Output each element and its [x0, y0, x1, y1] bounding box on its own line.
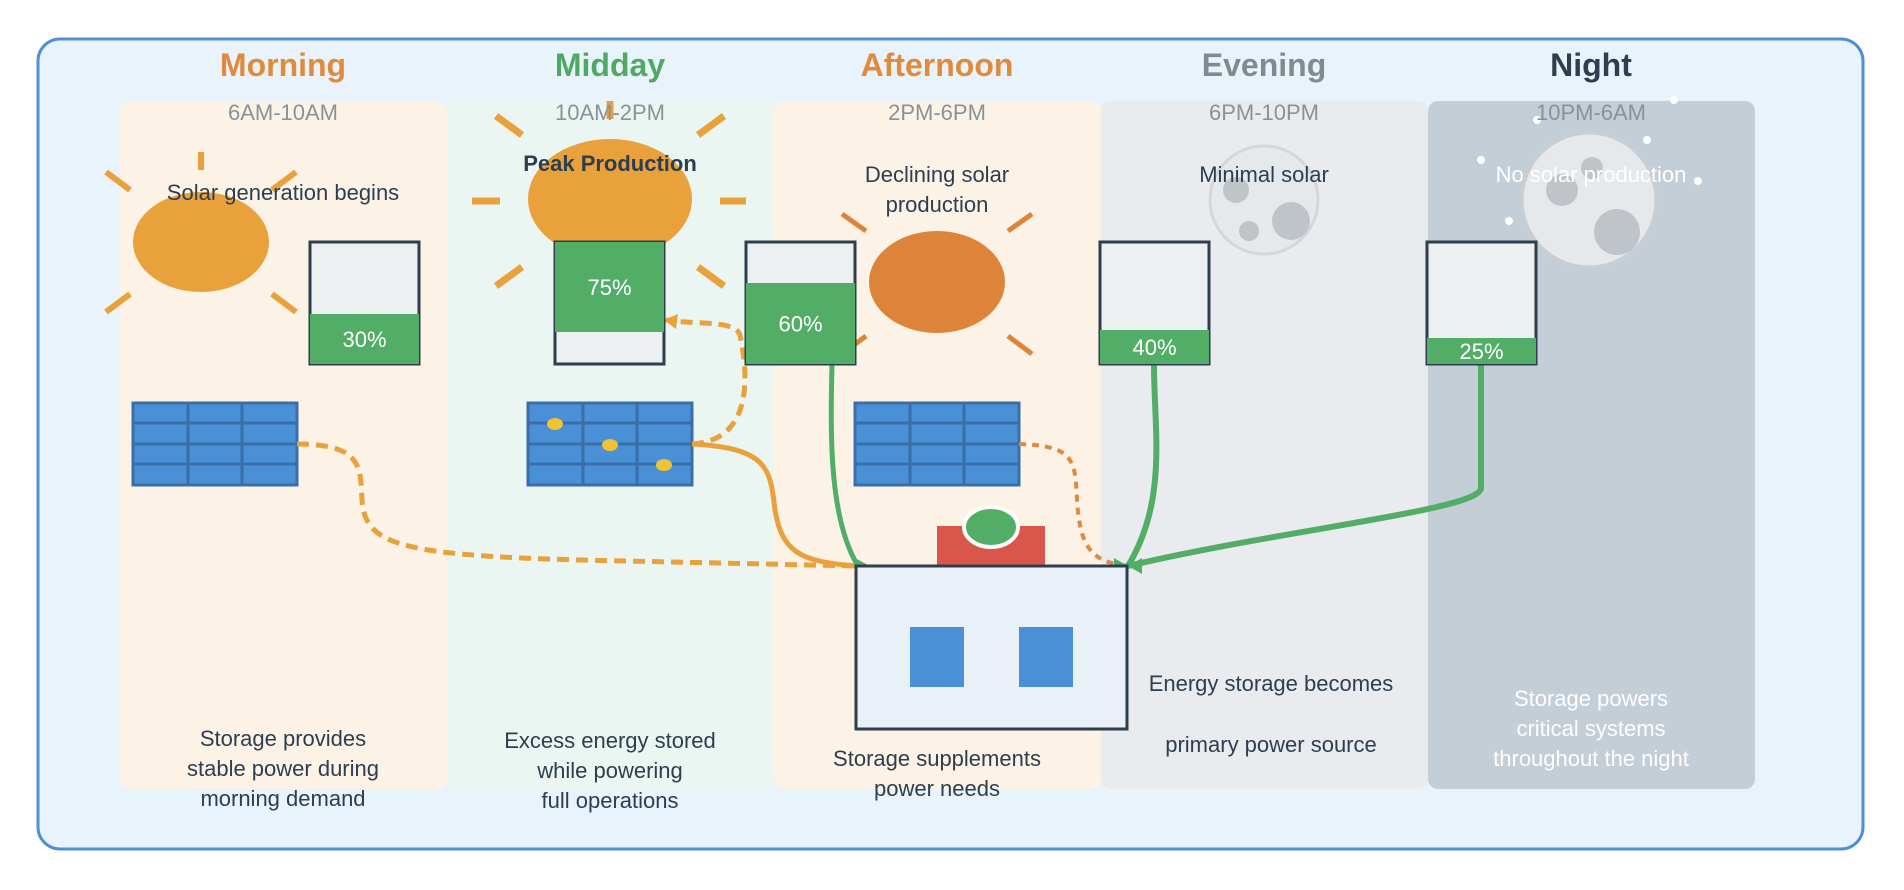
moon-icon: [1520, 131, 1658, 269]
period-desc-midday-line3: full operations: [542, 788, 679, 813]
period-desc-morning-line3: morning demand: [200, 786, 365, 811]
moon-icon: [1208, 144, 1320, 256]
period-title-night: Night: [1550, 47, 1632, 83]
battery-icon: 75%: [553, 240, 666, 366]
sun-icon: [472, 101, 746, 289]
period-desc-morning-line2: stable power during: [187, 756, 379, 781]
sunlight-spot: [547, 418, 672, 471]
period-title-afternoon: Afternoon: [861, 47, 1014, 83]
period-title-midday: Midday: [555, 47, 665, 83]
solar-flow-lines: [296, 317, 1484, 569]
period-time-midday: 10AM-2PM: [555, 100, 665, 125]
star-icon: [1477, 96, 1702, 225]
battery-icon: 60%: [744, 240, 857, 366]
period-time-afternoon: 2PM-6PM: [888, 100, 986, 125]
period-desc-morning-line1: Storage provides: [200, 726, 366, 751]
period-note-night: No solar production: [1496, 162, 1687, 187]
period-title-morning: Morning: [220, 47, 346, 83]
period-desc-night-line1: Storage powers: [1514, 686, 1668, 711]
period-desc-evening-line2: primary power source: [1165, 732, 1377, 757]
period-time-morning: 6AM-10AM: [228, 100, 338, 125]
battery-percent-label: 40%: [1132, 335, 1176, 360]
period-note-evening: Minimal solar: [1199, 162, 1329, 187]
battery-percent-label: 60%: [778, 312, 822, 337]
period-time-night: 10PM-6AM: [1536, 100, 1646, 125]
period-note-afternoon-line1: Declining solar: [865, 162, 1009, 187]
solar-panel-icon: [853, 401, 1021, 487]
period-desc-midday-line1: Excess energy stored: [504, 728, 716, 753]
solar-panel-icon: [131, 401, 299, 487]
period-desc-afternoon-line1: Storage supplements: [833, 746, 1041, 771]
period-desc-evening-line1: Energy storage becomes: [1149, 671, 1394, 696]
period-desc-night-line2: critical systems: [1516, 716, 1665, 741]
battery-level-fill: [555, 242, 664, 332]
period-title-evening: Evening: [1202, 47, 1326, 83]
period-desc-midday-line2: while powering: [536, 758, 683, 783]
period-desc-night-line3: throughout the night: [1493, 746, 1689, 771]
battery-icon: 30%: [308, 240, 421, 366]
battery-level-fill: [1427, 338, 1536, 364]
battery-level-fill: [1100, 330, 1209, 364]
period-time-evening: 6PM-10PM: [1209, 100, 1319, 125]
period-note-midday: Peak Production: [523, 151, 697, 176]
battery-percent-label: 30%: [342, 327, 386, 352]
battery-level-fill: [310, 314, 419, 364]
battery-icon: 40%: [1098, 240, 1211, 366]
period-note-afternoon-line2: production: [886, 192, 989, 217]
battery-percent-label: 75%: [587, 275, 631, 300]
battery-percent-label: 25%: [1459, 339, 1503, 364]
building-icon: [854, 505, 1129, 731]
period-desc-afternoon-line2: power needs: [874, 776, 1000, 801]
battery-icon: 25%: [1425, 240, 1538, 366]
period-note-morning: Solar generation begins: [167, 180, 399, 205]
sun-icon: [104, 152, 298, 315]
battery-level-fill: [746, 283, 855, 364]
